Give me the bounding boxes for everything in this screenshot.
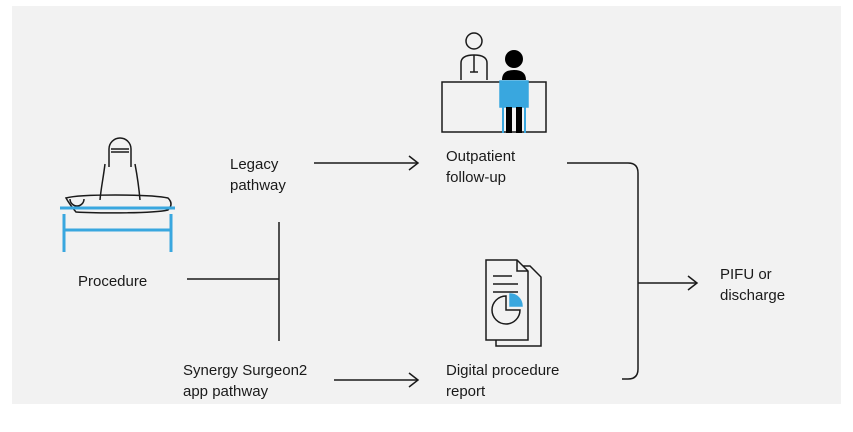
- clinician-and-patient-at-desk-icon: [441, 32, 547, 133]
- patient-on-bed-icon: [60, 137, 175, 252]
- connector-lines: [187, 155, 699, 388]
- legacy-pathway-label: Legacy pathway: [230, 156, 286, 194]
- synergy-pathway-label: Synergy Surgeon2 app pathway: [183, 362, 308, 400]
- procedure-label: Procedure: [78, 273, 148, 290]
- pifu-discharge-label: PIFU or discharge: [720, 266, 786, 304]
- diagram-panel: [12, 6, 841, 404]
- outpatient-followup-label: Outpatient follow-up: [446, 148, 516, 186]
- document-with-chart-icon: [485, 259, 542, 347]
- digital-procedure-report-label: Digital procedure report: [446, 362, 560, 400]
